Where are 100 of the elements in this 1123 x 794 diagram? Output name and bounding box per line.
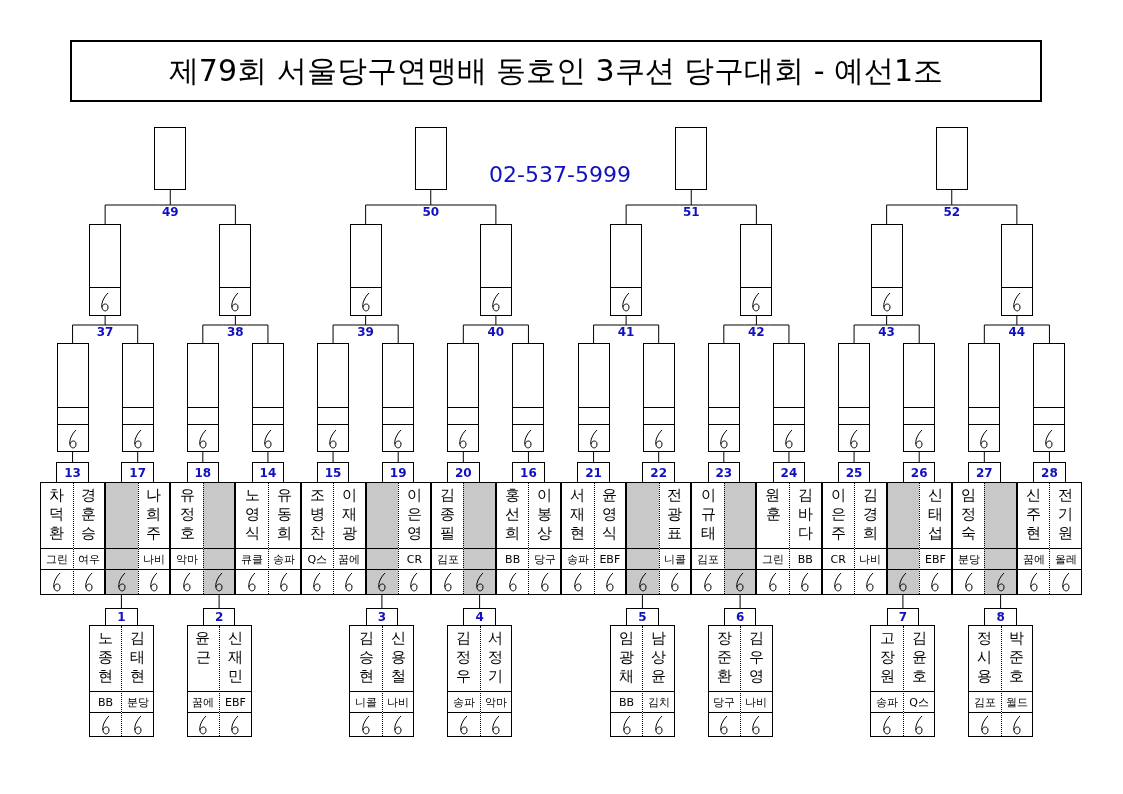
player-name: 노종현 [97, 628, 114, 687]
club-name: 악마 [176, 552, 199, 567]
bracket-line [72, 324, 106, 344]
bracket-line [951, 189, 953, 206]
match-number: 23 [707, 462, 741, 483]
match-number: 4 [463, 608, 496, 626]
empty-slot [887, 483, 920, 594]
match-number: 26 [902, 462, 936, 483]
match-number: 14 [251, 462, 285, 483]
bracket-line [104, 315, 106, 326]
player-name: 유정호 [179, 485, 196, 544]
match-number: 20 [447, 462, 480, 483]
club-name: 나비 [859, 552, 882, 567]
player-name: 김태현 [129, 628, 146, 687]
winner-box [935, 127, 968, 190]
result-box [1033, 343, 1066, 452]
result-box [740, 224, 773, 316]
bracket-line [755, 315, 757, 326]
player-name: 서재현 [569, 485, 586, 544]
club-name: 송파 [876, 695, 899, 710]
match-number: 16 [512, 462, 545, 483]
player-name: 홍선희 [504, 485, 521, 544]
bracket-line [202, 451, 204, 463]
bracket-line [332, 451, 334, 463]
club-name: 니콜 [663, 552, 686, 567]
bracket-line [430, 204, 497, 225]
bracket-line [593, 324, 627, 344]
player-slot [121, 626, 153, 736]
player-name: 김윤호 [911, 628, 928, 687]
match-number: 2 [202, 608, 236, 626]
club-name: 송파 [452, 695, 475, 710]
empty-slot [366, 483, 399, 594]
club-name: 송파 [273, 552, 296, 567]
player-name: 김경희 [862, 485, 879, 544]
bracket-line [169, 204, 236, 225]
result-box [772, 343, 805, 452]
club-name: 김포 [436, 552, 459, 567]
result-box [642, 343, 675, 452]
bracket-line [332, 324, 367, 344]
bracket-line [267, 451, 269, 463]
player-slot [902, 626, 935, 736]
player-name: 임광채 [618, 628, 635, 687]
player-slot [788, 483, 821, 594]
bracket-line [462, 324, 497, 344]
player-name: 전광표 [666, 485, 683, 544]
club-name: 김포 [697, 552, 720, 567]
player-name: 장준환 [716, 628, 733, 687]
club-name: Q스 [307, 552, 328, 567]
bracket-line [365, 204, 432, 225]
bracket-line [1016, 315, 1018, 326]
match-number: 43 [874, 325, 899, 340]
club-name: 큐클 [241, 552, 264, 567]
match-number: 28 [1033, 462, 1066, 483]
bracket-line [886, 324, 920, 344]
player-slot [919, 483, 951, 594]
result-box [1000, 224, 1033, 316]
player-name: 김종필 [439, 485, 456, 544]
club-name: EBF [925, 553, 946, 566]
bracket-line [169, 189, 171, 206]
club-name: BB [505, 553, 521, 566]
bracket-line [495, 315, 497, 326]
match-number: 13 [56, 462, 89, 483]
player-name: 조병찬 [309, 485, 326, 544]
club-name: 나비 [387, 695, 410, 710]
bracket-line [527, 451, 529, 463]
result-box [186, 343, 219, 452]
title: 제79회 서울당구연맹배 동호인 3쿠션 당구대회 - 예선1조 [70, 40, 1042, 102]
club-name: 꿈에 [1022, 552, 1045, 567]
match-number: 49 [158, 205, 183, 220]
match-number: 5 [626, 608, 659, 626]
player-slot [658, 483, 691, 594]
bracket-line [902, 594, 904, 609]
bracket-line [788, 451, 790, 463]
winner-box [154, 127, 187, 190]
result-box [968, 343, 1001, 452]
match-number: 44 [1004, 325, 1029, 340]
club-name: Q스 [909, 695, 929, 710]
player-slot [72, 483, 105, 594]
bracket-line [104, 204, 171, 225]
player-slot [1000, 626, 1033, 736]
result-box [610, 224, 643, 316]
player-name: 김우영 [748, 628, 765, 687]
bracket-line [755, 324, 790, 344]
bracket-line [72, 451, 74, 463]
player-name: 고장원 [879, 628, 896, 687]
bracket-line [625, 324, 660, 344]
bracket-line [462, 451, 464, 463]
bracket-line [886, 204, 953, 225]
club-name: 여우 [77, 552, 100, 567]
player-slot [137, 483, 170, 594]
club-name: 당구 [533, 552, 556, 567]
club-name: 월드 [1005, 695, 1028, 710]
result-box [89, 224, 122, 316]
player-name: 이봉상 [536, 485, 553, 544]
club-name: 꿈에 [338, 552, 361, 567]
club-name: CR [406, 553, 423, 566]
bracket-line [690, 189, 692, 206]
match-number: 21 [577, 462, 610, 483]
bracket-line [365, 315, 367, 326]
player-name: 원 훈 [765, 485, 782, 525]
